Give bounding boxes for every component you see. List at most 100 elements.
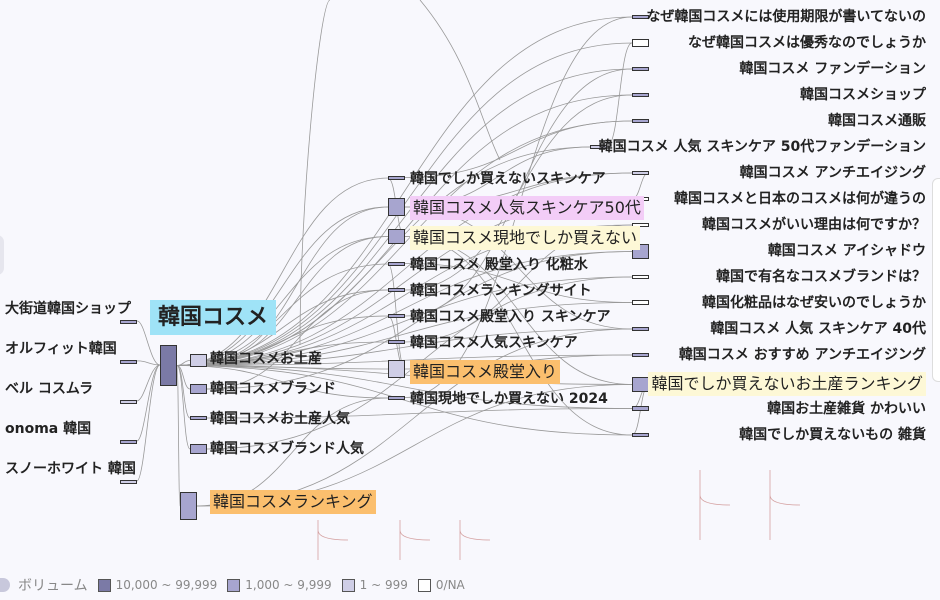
link	[206, 251, 633, 390]
link	[176, 172, 633, 366]
keyword-node[interactable]	[632, 300, 649, 305]
link	[176, 16, 633, 366]
keyword-label[interactable]: 韓国でしか買えないもの 雑貨	[739, 427, 926, 443]
keyword-label[interactable]: ベル コスムラ	[5, 381, 94, 397]
keyword-node[interactable]	[632, 353, 649, 357]
keyword-node[interactable]	[388, 198, 405, 216]
keyword-label[interactable]: 韓国コスメがいい理由は何ですか？	[702, 217, 926, 233]
legend-toggle-icon[interactable]	[0, 578, 10, 592]
keyword-label[interactable]: 韓国コスメ アンチエイジング	[739, 165, 926, 181]
keyword-node[interactable]	[120, 480, 137, 484]
keyword-label[interactable]: 韓国でしか買えないお土産ランキング	[648, 372, 926, 396]
keyword-label[interactable]: 韓国コスメ通販	[828, 113, 926, 129]
keyword-label[interactable]: 韓国コスメランキング	[210, 490, 376, 514]
link	[299, 0, 501, 346]
keyword-node[interactable]	[632, 67, 649, 71]
link	[176, 177, 389, 366]
keyword-node[interactable]	[632, 93, 649, 97]
keyword-label[interactable]: 韓国化粧品はなぜ安いのでしょうか	[702, 295, 926, 311]
keyword-node[interactable]	[632, 39, 649, 47]
keyword-node[interactable]	[190, 416, 207, 420]
keyword-node[interactable]	[388, 176, 405, 180]
keyword-label[interactable]: 韓国コスメお土産人気	[210, 411, 350, 427]
keyword-label[interactable]: 韓国コスメブランド人気	[210, 441, 364, 457]
keyword-node[interactable]	[388, 288, 405, 292]
keyword-label[interactable]: 韓国でしか買えないスキンケア	[410, 171, 606, 187]
keyword-label[interactable]: 韓国コスメ現地でしか買えない	[410, 226, 641, 250]
volume-legend: ボリューム 10,000 ~ 99,999 1,000 ~ 9,999 1 ~ …	[0, 570, 940, 600]
keyword-label[interactable]: 韓国コスメ アイシャドウ	[767, 243, 926, 259]
link	[176, 365, 181, 507]
link	[206, 408, 633, 419]
keyword-node[interactable]	[632, 433, 649, 437]
keyword-node[interactable]	[120, 440, 137, 444]
keyword-label[interactable]: 韓国コスメ 人気 スキンケア 50代ファンデーション	[598, 139, 926, 155]
keyword-node[interactable]	[120, 400, 137, 404]
keyword-label[interactable]: 韓国コスメ 人気 スキンケア 40代	[710, 321, 926, 337]
keyword-node[interactable]	[180, 492, 197, 520]
legend-label: 10,000 ~ 99,999	[115, 578, 218, 592]
keyword-label[interactable]: なぜ韓国コスメには使用期限が書いてないの	[646, 9, 926, 25]
keyword-label[interactable]: 韓国コスメ人気スキンケア	[410, 335, 578, 351]
legend-item-high: 10,000 ~ 99,999	[97, 578, 218, 592]
keyword-label[interactable]: なぜ韓国コスメは優秀なのでしょうか	[688, 35, 926, 51]
keyword-node[interactable]	[388, 229, 405, 244]
keyword-node[interactable]	[388, 360, 405, 378]
keyword-node[interactable]	[632, 171, 649, 175]
keyword-label[interactable]: 韓国コスメランキングサイト	[410, 283, 592, 299]
link	[176, 276, 633, 366]
keyword-label[interactable]: 韓国コスメ 殿堂入り 化粧水	[410, 257, 588, 273]
link	[206, 206, 389, 361]
keyword-node[interactable]	[632, 327, 649, 331]
keyword-node[interactable]	[632, 275, 649, 279]
keyword-node[interactable]	[190, 384, 207, 394]
keyword-node[interactable]	[632, 377, 649, 392]
link	[176, 206, 389, 366]
keyword-label[interactable]: 韓国コスメ殿堂入り スキンケア	[410, 309, 611, 325]
link	[176, 365, 633, 409]
keyword-label[interactable]: 韓国コスメ おすすめ アンチエイジング	[678, 347, 926, 363]
link	[176, 68, 633, 366]
keyword-label[interactable]: 韓国コスメショップ	[800, 87, 926, 103]
keyword-node[interactable]	[388, 314, 405, 318]
link	[176, 328, 633, 366]
keyword-label[interactable]: 韓国コスメ人気スキンケア50代	[410, 196, 644, 220]
keyword-node[interactable]	[388, 340, 405, 344]
link	[206, 236, 389, 361]
keyword-node[interactable]	[388, 396, 405, 400]
keyword-label[interactable]: 韓国コスメ ファンデーション	[739, 61, 926, 77]
legend-title: ボリューム	[18, 578, 88, 594]
swatch-low	[341, 578, 355, 592]
keyword-node[interactable]	[120, 320, 137, 324]
keyword-label[interactable]: 韓国コスメブランド	[210, 381, 336, 397]
keyword-label[interactable]: 韓国コスメ殿堂入り	[410, 360, 561, 384]
keyword-node[interactable]	[590, 145, 607, 149]
keyword-label[interactable]: オルフィット韓国	[5, 341, 117, 357]
keyword-label[interactable]: 韓国で有名なコスメブランドは？	[716, 269, 926, 285]
keyword-label[interactable]: スノーホワイト 韓国	[5, 461, 136, 477]
keyword-node[interactable]	[190, 354, 207, 367]
link	[136, 364, 161, 442]
legend-item-none: 0/NA	[417, 578, 465, 592]
keyword-label[interactable]: onoma 韓国	[5, 421, 92, 437]
keyword-node[interactable]	[190, 444, 207, 454]
keyword-label[interactable]: 韓国コスメと日本のコスメは何が違うの	[674, 191, 926, 207]
keyword-label[interactable]: 大街道韓国ショップ	[5, 301, 131, 317]
keyword-label[interactable]: 韓国現地でしか買えない 2024	[410, 391, 608, 407]
keyword-label[interactable]: 韓国お土産雑貨 かわいい	[767, 401, 926, 417]
legend-label: 1,000 ~ 9,999	[245, 578, 332, 592]
keyword-node[interactable]	[632, 406, 649, 411]
keyword-node[interactable]	[120, 360, 137, 364]
legend-label: 0/NA	[435, 578, 465, 592]
keyword-node[interactable]	[160, 345, 177, 386]
keyword-node[interactable]	[632, 223, 649, 227]
keyword-node[interactable]	[632, 119, 649, 123]
legend-item-low: 1 ~ 999	[341, 578, 408, 592]
keyword-label[interactable]: 韓国コスメ	[150, 300, 277, 335]
keyword-node[interactable]	[632, 15, 649, 19]
group-bracket	[399, 520, 431, 560]
keyword-label[interactable]: 韓国コスメお土産	[210, 351, 322, 367]
side-panel[interactable]	[932, 178, 940, 382]
keyword-node[interactable]	[388, 262, 405, 266]
left-handle[interactable]	[0, 235, 4, 275]
